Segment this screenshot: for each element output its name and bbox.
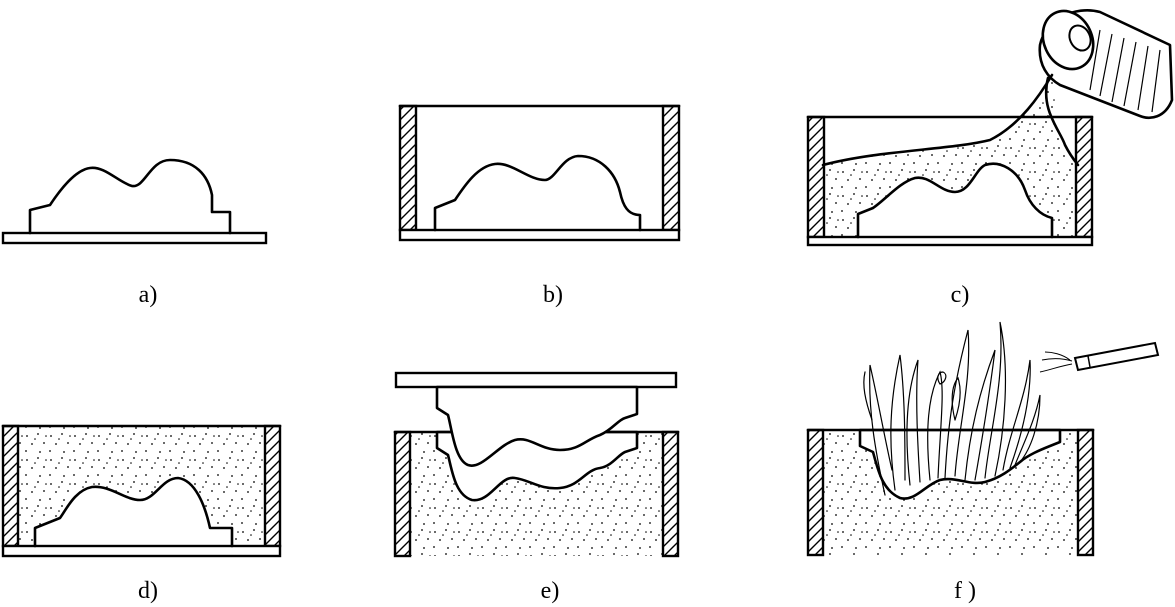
- flask-wall-right: [263, 424, 282, 548]
- panel-label-e: e): [541, 578, 560, 604]
- base-plate: [1, 231, 268, 245]
- lifted-plate: [394, 371, 678, 389]
- panel-label-b: b): [543, 282, 563, 308]
- panel-b: b): [398, 104, 681, 308]
- flask-wall-left: [393, 430, 412, 558]
- flask-wall-right: [661, 430, 680, 558]
- flask-wall-left: [1, 424, 20, 548]
- pattern-model: [28, 158, 232, 235]
- pattern-model: [33, 476, 234, 548]
- sand-surface: [821, 73, 1054, 167]
- panel-c: c): [806, 9, 1174, 308]
- torch-icon: [1039, 341, 1160, 373]
- pattern-model: [433, 154, 642, 232]
- panel-d: d): [1, 424, 282, 604]
- flask-wall-left: [398, 104, 418, 232]
- panel-f: f ): [806, 321, 1160, 604]
- flask-wall-right: [1074, 115, 1094, 239]
- flask-wall-right: [661, 104, 681, 232]
- sand-stream: [1045, 76, 1080, 167]
- base-plate: [398, 228, 681, 242]
- panel-a: a): [1, 158, 268, 308]
- panel-label-f: f ): [954, 578, 976, 604]
- flask-wall-right: [1076, 428, 1095, 557]
- panel-e: e): [393, 371, 680, 604]
- packed-sand: [18, 426, 265, 546]
- panel-label-d: d): [138, 578, 158, 604]
- flask-wall-left: [806, 428, 825, 557]
- pattern-model: [856, 162, 1054, 239]
- panel-label-c: c): [951, 282, 970, 308]
- flame-icon: [863, 321, 1041, 496]
- base-plate: [1, 544, 282, 558]
- panel-label-a: a): [139, 282, 158, 308]
- base-plate: [806, 235, 1094, 247]
- bucket-icon: [1038, 9, 1174, 120]
- lifted-pattern: [435, 385, 639, 467]
- flask-wall-left: [806, 115, 826, 239]
